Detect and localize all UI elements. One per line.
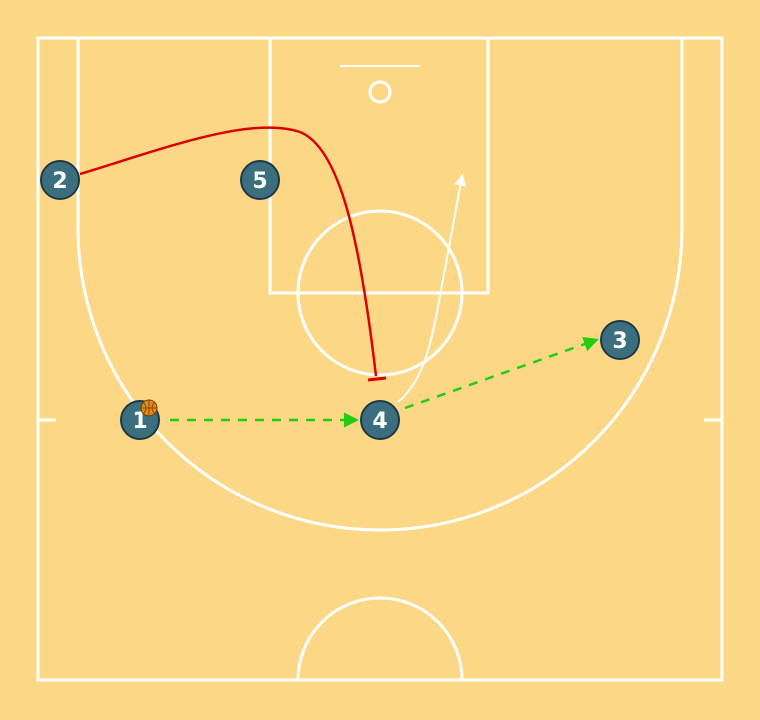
player-5[interactable]: 5	[240, 160, 280, 200]
center-circle	[296, 596, 464, 681]
player-4[interactable]: 4	[360, 400, 400, 440]
player-3[interactable]: 3	[600, 320, 640, 360]
court-lines	[36, 36, 724, 682]
basket-rim	[368, 80, 392, 104]
ball-icon	[140, 399, 158, 417]
actions-layer	[79, 126, 599, 428]
player-1-label: 1	[132, 409, 147, 434]
player-4-label: 4	[372, 409, 387, 434]
three-point-line	[76, 38, 684, 532]
players-layer: 1 2 3 4 5	[40, 160, 640, 440]
player-3-label: 3	[612, 329, 627, 354]
screen-end-mark	[367, 376, 387, 382]
screen-path-2	[79, 126, 378, 377]
player-2[interactable]: 2	[40, 160, 80, 200]
player-5-label: 5	[252, 169, 267, 194]
player-2-label: 2	[52, 169, 67, 194]
free-throw-circle	[296, 209, 464, 377]
cut-arrow-4	[397, 173, 467, 403]
